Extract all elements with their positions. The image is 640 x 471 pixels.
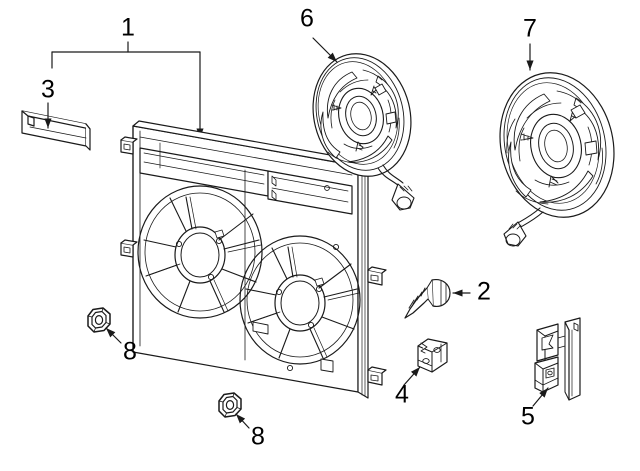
part-trim-rail-strip xyxy=(21,110,91,151)
callout-label-5: 5 xyxy=(521,403,535,431)
callout-label-7: 7 xyxy=(523,15,537,43)
callout-label-8-bottom: 8 xyxy=(251,423,265,451)
shroud-left-opening xyxy=(137,185,263,319)
shroud-mount-tab-left-bottom xyxy=(120,239,138,258)
part-cooling-fan-large xyxy=(499,72,615,247)
leader-8-left xyxy=(105,327,122,344)
leader-8-bottom xyxy=(235,413,250,429)
shroud-mount-tab-right-bottom xyxy=(367,366,387,386)
part-fan-shroud-assembly xyxy=(120,120,387,399)
callout-label-8-left: 8 xyxy=(123,338,137,366)
leader-6 xyxy=(312,37,338,63)
leader-1 xyxy=(51,41,204,139)
shroud-mount-tab-right-top xyxy=(367,266,387,286)
callout-label-4: 4 xyxy=(395,381,409,409)
part-retaining-clip-nut xyxy=(417,338,448,373)
shroud-mount-tab-left-top xyxy=(120,136,138,155)
shroud-right-opening xyxy=(239,235,361,365)
part-mounting-bracket xyxy=(534,317,581,401)
part-hex-flange-nut-bottom xyxy=(218,392,242,418)
part-self-tapping-screw xyxy=(404,279,451,319)
leader-4 xyxy=(403,366,421,386)
callout-label-6: 6 xyxy=(300,5,314,33)
part-cooling-fan-small xyxy=(312,53,415,211)
leader-5 xyxy=(532,387,549,407)
callout-label-2: 2 xyxy=(477,278,491,306)
callout-label-3: 3 xyxy=(41,76,55,104)
callout-label-1: 1 xyxy=(121,14,135,42)
